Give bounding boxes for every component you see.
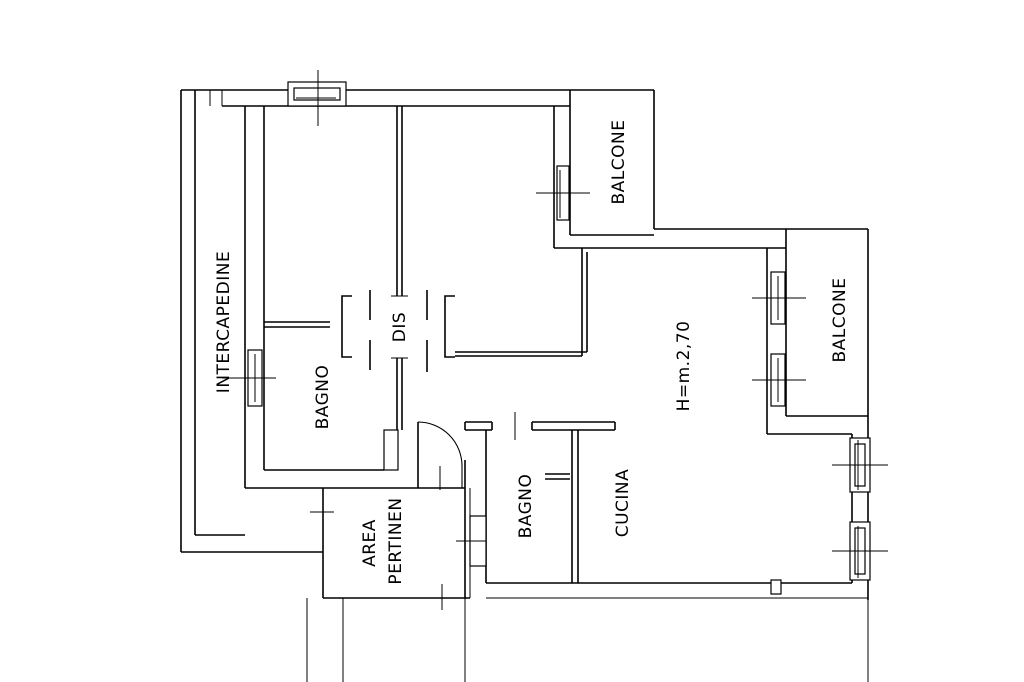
dis-door-jambs bbox=[341, 290, 516, 440]
entrance-door bbox=[383, 421, 463, 490]
label-bagno-2: BAGNO bbox=[516, 474, 536, 539]
label-dis: DIS bbox=[390, 312, 410, 342]
label-bagno-1: BAGNO bbox=[313, 365, 333, 430]
intercapedine-walls bbox=[180, 89, 570, 553]
label-intercapedine: INTERCAPEDINE bbox=[214, 251, 234, 393]
label-balcone-top: BALCONE bbox=[609, 120, 629, 205]
label-pertinen: PERTINEN bbox=[386, 497, 406, 584]
label-area: AREA bbox=[360, 519, 380, 567]
label-cucina: CUCINA bbox=[613, 469, 633, 538]
window-fixtures bbox=[222, 70, 888, 610]
label-balcone-right: BALCONE bbox=[830, 278, 850, 363]
label-height: H=m.2,70 bbox=[674, 321, 694, 412]
